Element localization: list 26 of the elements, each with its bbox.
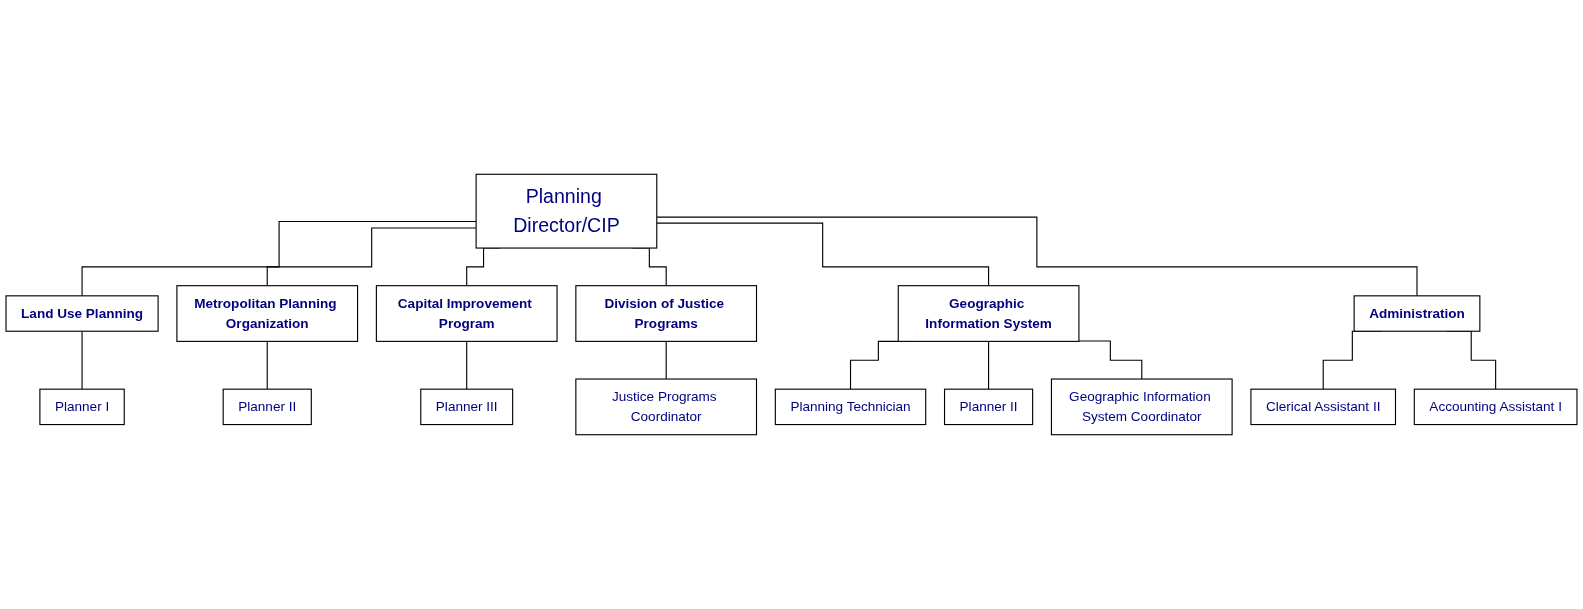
node-box: Land Use Planning bbox=[5, 295, 159, 332]
connector bbox=[656, 222, 990, 287]
connector bbox=[81, 221, 477, 297]
node-box: Planning Director/CIP bbox=[475, 173, 658, 249]
node-box: Justice Programs Coordinator bbox=[575, 378, 758, 436]
node-box: Accounting Assistant I bbox=[1413, 388, 1578, 426]
node-box: Capital Improvement Program bbox=[375, 285, 558, 342]
connector bbox=[266, 340, 268, 390]
connector bbox=[81, 330, 83, 390]
node-box: Metropolitan Planning Organization bbox=[176, 285, 359, 342]
node-box: Geographic Information System bbox=[897, 285, 1080, 342]
connector bbox=[1078, 340, 1143, 380]
connector bbox=[665, 340, 667, 380]
node-box: Planner II bbox=[222, 388, 312, 426]
node-box: Administration bbox=[1353, 295, 1481, 332]
node-box: Planner III bbox=[420, 388, 514, 426]
connector bbox=[656, 216, 1418, 297]
connector bbox=[266, 227, 477, 287]
connector bbox=[988, 340, 990, 390]
node-box: Clerical Assistant II bbox=[1250, 388, 1397, 426]
node-box: Geographic Information System Coordinator bbox=[1050, 378, 1233, 436]
node-box: Planner II bbox=[943, 388, 1034, 426]
node-box: Division of Justice Programs bbox=[575, 285, 758, 342]
connector bbox=[466, 340, 468, 390]
node-box: Planner I bbox=[39, 388, 125, 426]
node-box: Planning Technician bbox=[774, 388, 927, 426]
